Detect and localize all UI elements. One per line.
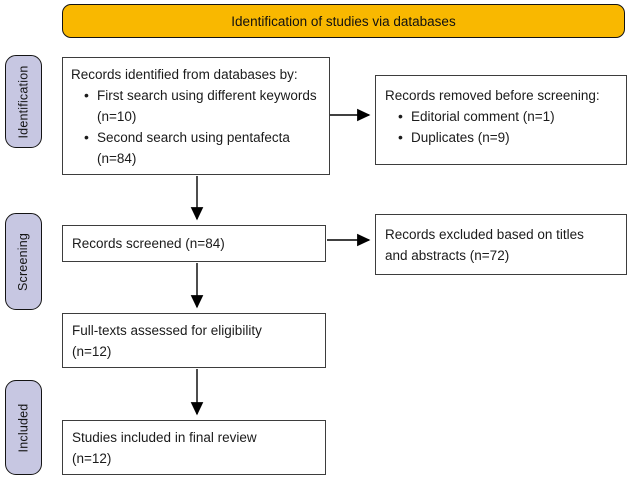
stage-label-text: Screening: [16, 232, 31, 291]
stage-label-text: Identification: [16, 65, 31, 138]
bullet-list: First search using different keywords (n…: [84, 85, 321, 169]
bullet-item: Editorial comment (n=1): [398, 106, 622, 127]
box-records-screened: Records screened (n=84): [62, 225, 326, 262]
stage-label-identification: Identification: [5, 55, 42, 148]
box-records-identified: Records identified from databases by: Fi…: [62, 57, 330, 175]
box-records-excluded: Records excluded based on titles and abs…: [375, 214, 627, 275]
box-fulltexts-assessed: Full-texts assessed for eligibility (n=1…: [62, 313, 326, 368]
box-records-removed: Records removed before screening: Editor…: [375, 75, 627, 165]
box-text: Records excluded based on titles and abs…: [385, 226, 584, 263]
box-title: Records identified from databases by:: [71, 67, 298, 82]
diagram-title: Identification of studies via databases: [231, 13, 456, 29]
box-studies-included: Studies included in final review (n=12): [62, 420, 326, 475]
bullet-list: Editorial comment (n=1) Duplicates (n=9): [398, 106, 622, 148]
diagram-title-banner: Identification of studies via databases: [62, 4, 625, 38]
box-title: Records removed before screening:: [385, 88, 600, 103]
box-text: Full-texts assessed for eligibility (n=1…: [72, 322, 262, 359]
bullet-item: Second search using pentafecta (n=84): [84, 127, 321, 169]
stage-label-text: Included: [16, 403, 31, 452]
bullet-item: Duplicates (n=9): [398, 127, 622, 148]
stage-label-screening: Screening: [5, 213, 42, 310]
box-text: Studies included in final review (n=12): [72, 429, 257, 466]
bullet-item: First search using different keywords (n…: [84, 85, 321, 127]
box-text: Records screened (n=84): [72, 236, 225, 251]
stage-label-included: Included: [5, 380, 42, 475]
